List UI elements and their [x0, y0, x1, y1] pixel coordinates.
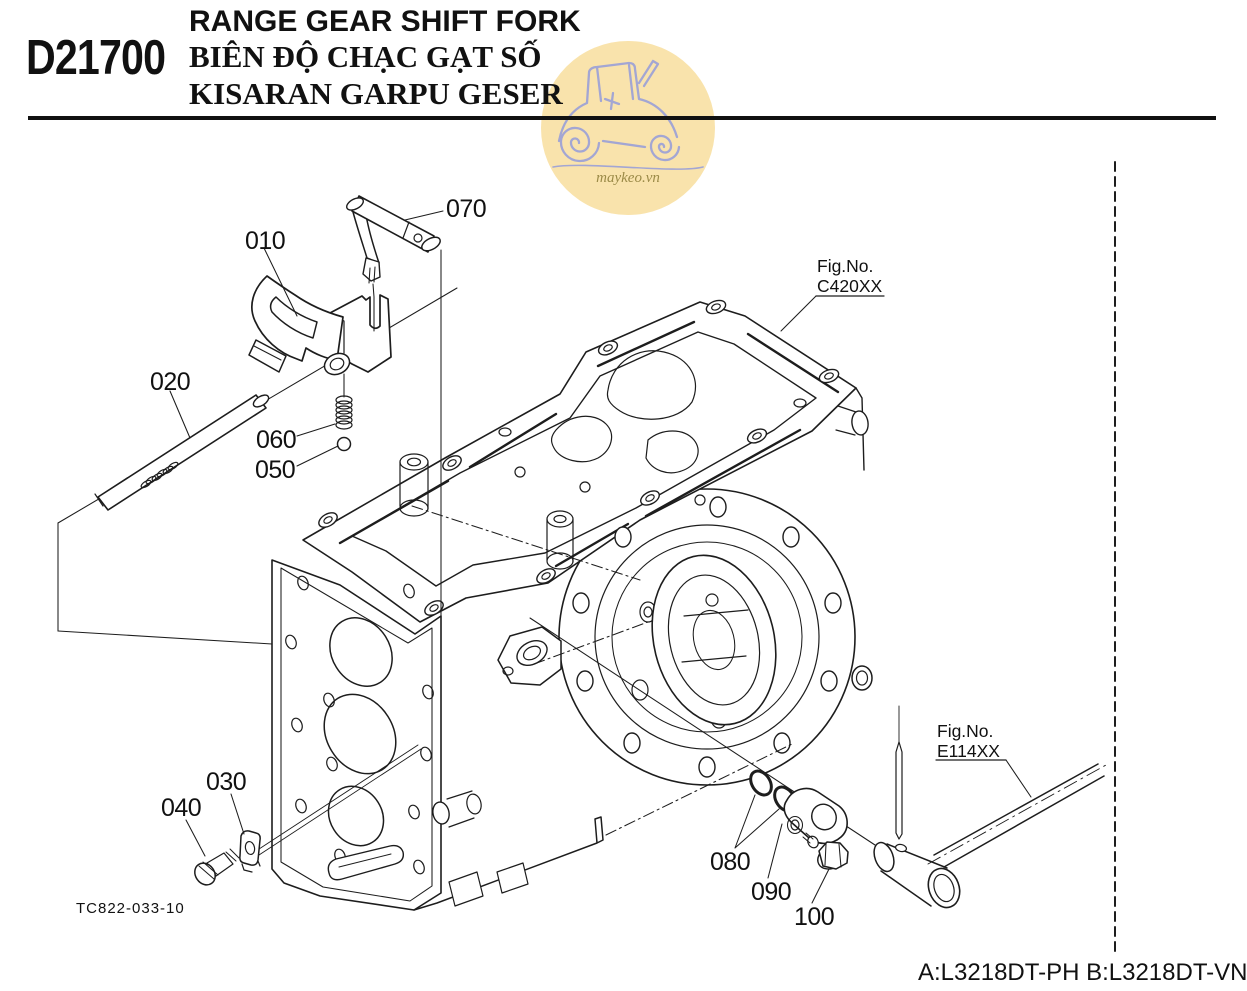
joint-plate-090-drawing: [783, 787, 848, 845]
transmission-case-drawing: [271, 299, 873, 911]
part-label-080: 080: [710, 848, 750, 876]
part-label-090: 090: [751, 878, 791, 906]
case-interior-details: [399, 350, 706, 570]
watermark: maykeo.vn: [541, 41, 715, 215]
part-label-040: 040: [161, 794, 201, 822]
clutch-face-details: [572, 496, 873, 778]
part-label-020: 020: [150, 368, 190, 396]
fork-rod-020-drawing: [94, 394, 270, 511]
plug-040-drawing: [194, 848, 240, 886]
case-bottom-details: [413, 743, 793, 911]
part-label-030: 030: [206, 768, 246, 796]
watermark-site-text: maykeo.vn: [596, 170, 660, 186]
part-label-050: 050: [255, 456, 295, 484]
title-english: RANGE GEAR SHIFT FORK: [189, 5, 581, 38]
fig-ref-1-label: Fig.No.: [817, 256, 873, 276]
drawing-number: TC822-033-10: [76, 900, 185, 917]
part-label-010: 010: [245, 227, 285, 255]
title-vietnamese: BIÊN ĐỘ CHẠC GẠT SỐ: [189, 39, 542, 75]
fig-ref-2-code: E114XX: [937, 741, 1000, 761]
figure-references: Fig.No. C420XX Fig.No. E114XX: [817, 256, 1000, 761]
detent-boss: [497, 626, 562, 686]
tractor-watermark-icon: maykeo.vn: [552, 59, 704, 186]
part-label-070: 070: [446, 195, 486, 223]
plate-030-drawing: [239, 830, 261, 873]
fig-ref-1-code: C420XX: [817, 276, 883, 296]
part-labels: 010 020 030 040 050 060 070 080 090 100: [150, 195, 835, 931]
header-divider: [28, 116, 1216, 120]
flange-bolt-holes: [318, 299, 840, 616]
bolt-100-drawing: [802, 832, 849, 870]
model-codes: A:L3218DT-PH B:L3218DT-VN: [918, 959, 1247, 986]
part-label-100: 100: [794, 903, 834, 931]
part-label-060: 060: [256, 426, 296, 454]
spring-060-drawing: [335, 395, 353, 430]
title-indonesian: KISARAN GARPU GESER: [189, 75, 563, 111]
ball-050-drawing: [336, 436, 352, 452]
section-titles: RANGE GEAR SHIFT FORK BIÊN ĐỘ CHẠC GẠT S…: [189, 4, 581, 113]
cylinder-joint-drawing: [873, 705, 1107, 909]
front-face: [271, 559, 482, 911]
shift-fork-010-drawing: [248, 275, 392, 398]
section-code: D21700: [26, 31, 166, 85]
lever-shaft-070-drawing: [346, 195, 441, 298]
leader-lines: [169, 210, 1032, 904]
fig-ref-2-label: Fig.No.: [937, 721, 993, 741]
